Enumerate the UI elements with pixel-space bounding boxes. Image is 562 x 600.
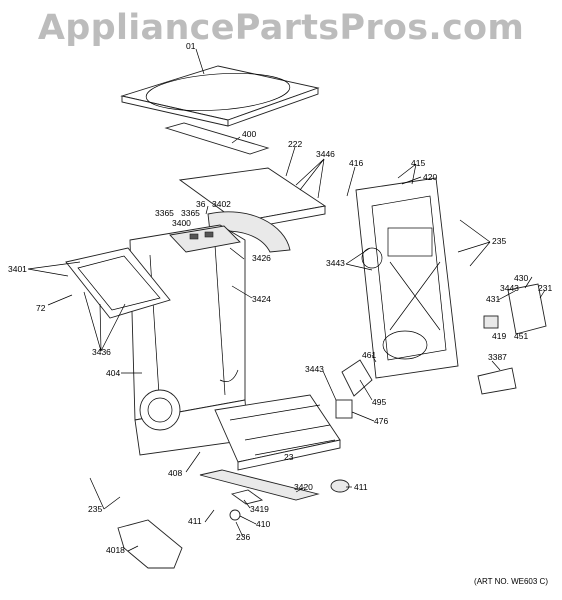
label-3443: 3443 [500,283,519,293]
label-420: 420 [423,172,437,182]
label-236: 236 [236,532,250,542]
label-411: 411 [188,516,202,526]
label-4018: 4018 [106,545,125,555]
label-461: 461 [362,350,376,360]
label-408: 408 [168,468,182,478]
side-bracket[interactable] [477,367,517,395]
screw-part[interactable] [229,509,241,521]
label-495: 495 [372,397,386,407]
label-3400: 3400 [172,218,191,228]
label-415: 415 [411,158,425,168]
label-3436: 3436 [92,347,111,357]
label-411: 411 [354,482,368,492]
label-3365: 3365 [155,208,174,218]
terminal-block[interactable] [335,399,353,419]
label-231: 231 [538,283,552,293]
watermark: AppliancePartsPros.com [37,8,525,48]
label-23: 23 [284,452,294,462]
duct [207,211,291,253]
label-72: 72 [36,303,46,313]
label-3365: 3365 [181,208,200,218]
lower-bracket[interactable] [341,359,373,397]
loop-bracket[interactable] [507,283,547,335]
label-3401: 3401 [8,264,27,274]
label-451: 451 [514,331,528,341]
top-panel[interactable] [120,65,320,127]
clip-part[interactable] [230,489,264,505]
label-431: 431 [486,294,500,304]
label-3426: 3426 [252,253,271,263]
label-430: 430 [514,273,528,283]
base-strip[interactable] [199,469,320,501]
label-3446: 3446 [316,149,335,159]
switch-part[interactable] [483,315,499,329]
rear-panel[interactable] [355,177,459,379]
label-01: 01 [186,41,196,51]
label-235: 235 [492,236,506,246]
label-3402: 3402 [212,199,231,209]
label-404: 404 [106,368,120,378]
art-number: (ART NO. WE603 C) [474,577,548,586]
label-3420: 3420 [294,482,313,492]
label-3443: 3443 [305,364,324,374]
front-strip[interactable] [164,122,270,155]
label-419: 419 [492,331,506,341]
foot-bracket[interactable] [117,519,183,569]
label-3443: 3443 [326,258,345,268]
label-410: 410 [256,519,270,529]
label-3419: 3419 [250,504,269,514]
label-476: 476 [374,416,388,426]
base-frame[interactable] [214,394,341,471]
control-bracket[interactable] [169,225,241,253]
label-3387: 3387 [488,352,507,362]
label-36: 36 [196,199,206,209]
label-400: 400 [242,129,256,139]
left-panel[interactable] [65,247,171,319]
leveling-foot[interactable] [330,479,350,493]
label-235: 235 [88,504,102,514]
label-222: 222 [288,139,302,149]
label-3424: 3424 [252,294,271,304]
label-416: 416 [349,158,363,168]
